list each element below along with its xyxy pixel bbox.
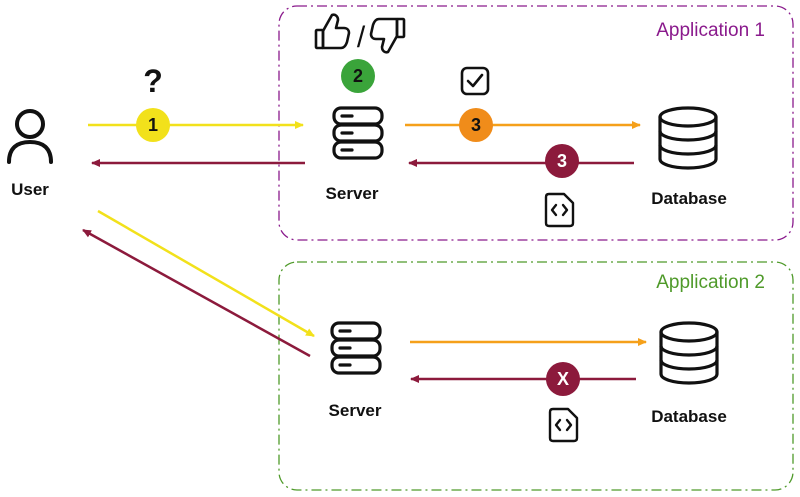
response-arrow-app2 [82, 228, 311, 358]
application-1-title: Application 1 [656, 20, 765, 41]
step-2-badge: 2 [341, 59, 375, 93]
code-file-icon [548, 407, 579, 443]
application-2-title: Application 2 [656, 272, 765, 293]
app2-database-label: Database [651, 407, 727, 426]
svg-text:3: 3 [557, 151, 567, 171]
step-1-badge: 1 [136, 108, 170, 142]
user-label: User [11, 180, 49, 199]
step-3-request-badge: 3 [459, 108, 493, 142]
svg-text:2: 2 [353, 66, 363, 86]
server-icon [332, 106, 384, 160]
application-1-container [278, 5, 794, 241]
check-icon [460, 66, 490, 96]
app2-server-label: Server [329, 401, 382, 420]
thumbs-up-icon [314, 13, 351, 50]
question-mark: ? [143, 63, 163, 99]
database-icon [659, 321, 719, 385]
step-3-response-badge: 3 [545, 144, 579, 178]
svg-text:3: 3 [471, 115, 481, 135]
svg-text:X: X [557, 369, 569, 389]
server-icon [330, 321, 382, 375]
code-file-icon [544, 192, 575, 228]
svg-text:1: 1 [148, 115, 158, 135]
feedback-separator: / [357, 21, 366, 54]
user-icon [7, 109, 53, 164]
application-2-container [278, 261, 794, 491]
app1-database-label: Database [651, 189, 727, 208]
thumbs-down-icon [369, 17, 406, 54]
app1-server-label: Server [326, 184, 379, 203]
error-badge: X [546, 362, 580, 396]
request-arrow-app2 [97, 209, 315, 338]
database-icon [658, 106, 718, 170]
